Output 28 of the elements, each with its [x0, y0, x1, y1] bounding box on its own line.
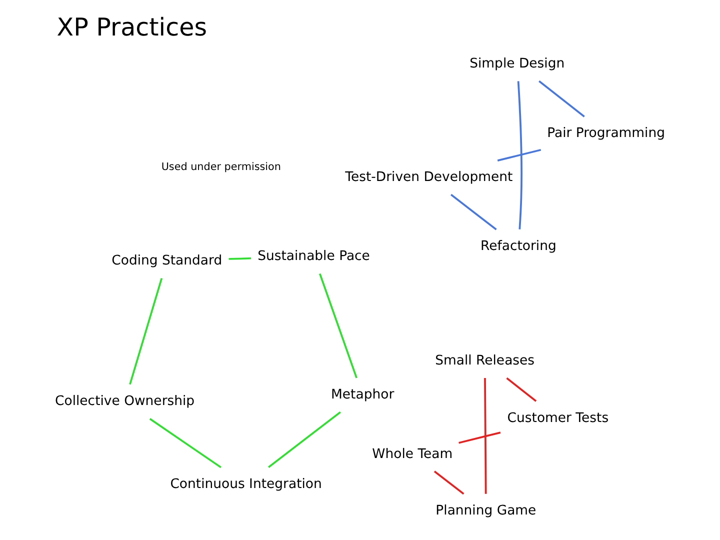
node-text: Metaphor [331, 388, 394, 403]
node-text: Small Releases [435, 353, 535, 368]
node-text: Refactoring [480, 239, 556, 254]
label: Used under permission [161, 160, 281, 173]
node-text: Whole Team [372, 446, 453, 462]
node-text: Sustainable Pace [258, 248, 370, 264]
node-text: Coding Standard [112, 253, 222, 268]
connector [318, 273, 358, 378]
node-text: Planning Game [436, 504, 536, 519]
node-text: Customer Tests [507, 410, 609, 426]
node-text: Collective Ownership [55, 394, 195, 410]
connector [149, 418, 222, 468]
connector [458, 432, 501, 444]
node-text: Simple Design [470, 56, 565, 72]
node-text: Continuous Integration [170, 477, 322, 492]
connector [129, 278, 163, 385]
connector [506, 377, 537, 402]
node-text: Pair Programming [547, 126, 665, 142]
diagram-title: XP Practices [56, 12, 208, 42]
connector [538, 80, 585, 118]
connector [450, 194, 497, 230]
connector [517, 81, 522, 230]
node-text: Test-Driven Development [345, 170, 513, 186]
connector [434, 470, 464, 495]
connector [268, 411, 341, 468]
connector [484, 378, 487, 494]
connector [228, 257, 252, 260]
connector [497, 148, 542, 162]
